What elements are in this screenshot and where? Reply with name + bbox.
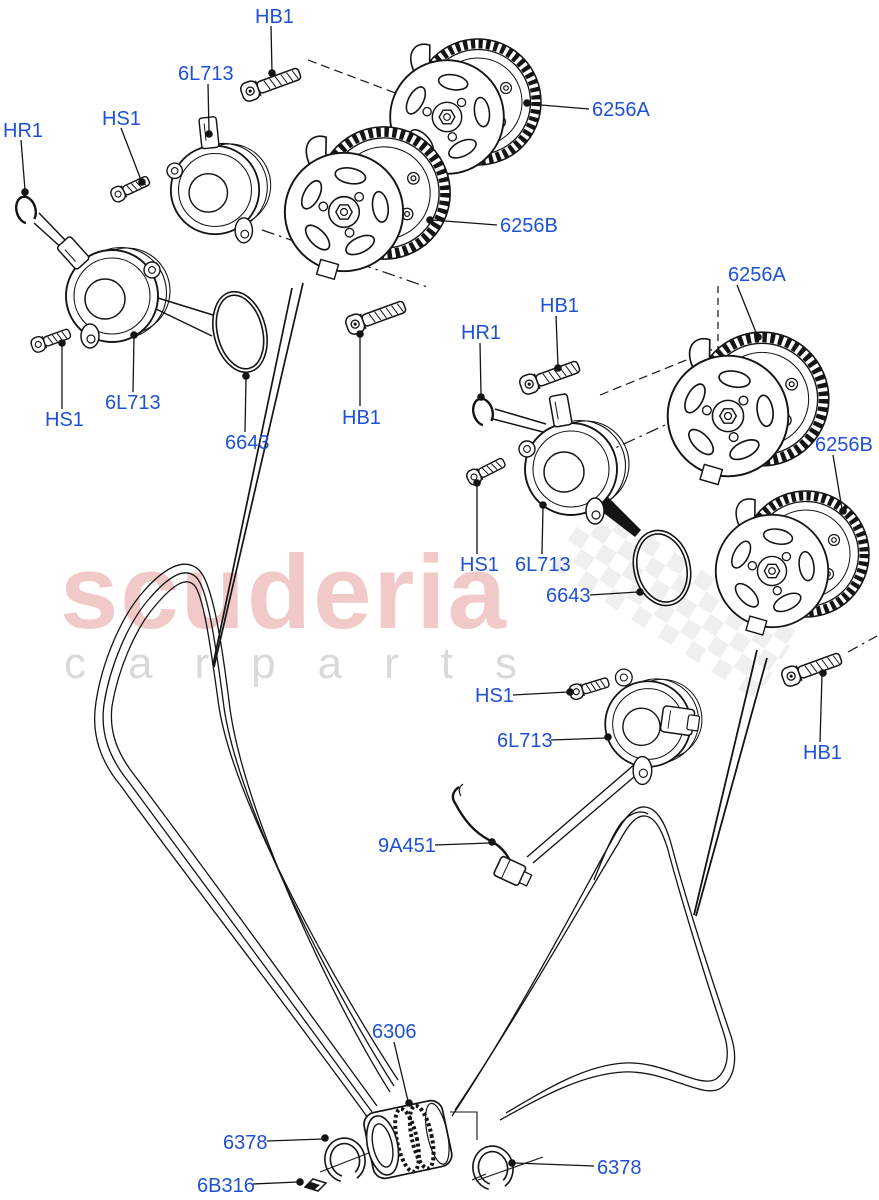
callout-leaders <box>20 25 847 1186</box>
part-label-HB1-top: HB1 <box>255 6 294 28</box>
vct-unit-6256A-right <box>666 332 829 486</box>
solenoid-6L713-left <box>56 236 171 349</box>
bolt-HB1-right-cluster <box>517 356 583 397</box>
vct-unit-6256B-top <box>283 127 450 281</box>
part-label-HB1-middle-left: HB1 <box>342 407 381 429</box>
solenoid-6L713-top-middle <box>166 116 272 244</box>
watermark-subtext: carparts <box>64 639 559 688</box>
retaining-ring-6378-right <box>468 1141 518 1195</box>
part-label-6378-right: 6378 <box>597 1157 642 1179</box>
retaining-ring-6378-left <box>320 1133 370 1187</box>
part-label-6L713-top: 6L713 <box>178 63 234 85</box>
snap-ring-HR1-right <box>469 395 497 429</box>
part-label-HS1-top-left: HS1 <box>102 108 141 130</box>
part-label-HR1-right: HR1 <box>461 322 501 344</box>
screw-HS1-top-left <box>108 172 153 205</box>
part-label-HR1-left: HR1 <box>3 120 43 142</box>
watermark-brand-text: scuderia <box>60 534 508 651</box>
woodruff-key-6B316 <box>303 1178 328 1192</box>
watermark: scuderia carparts <box>60 500 799 700</box>
part-label-HB1-right: HB1 <box>540 295 579 317</box>
part-label-6306: 6306 <box>372 1021 417 1043</box>
screw-HS1-lower-right <box>567 674 612 702</box>
solenoid-6L713-middle-right <box>518 393 630 525</box>
part-label-6378-left: 6378 <box>223 1132 268 1154</box>
screw-HS1-left <box>28 325 73 355</box>
part-label-HB1-lower-right: HB1 <box>803 742 842 764</box>
solenoid-6L713-lower-right <box>604 668 703 786</box>
timing-chain-right-loop <box>451 806 736 1121</box>
part-label-9A451: 9A451 <box>378 835 436 857</box>
screw-HS1-middle-right <box>464 454 508 488</box>
part-label-6L713-lower-right: 6L713 <box>497 730 553 752</box>
part-label-6B316: 6B316 <box>197 1175 255 1197</box>
part-label-HS1-left: HS1 <box>45 409 84 431</box>
part-label-6643-left: 6643 <box>225 432 270 454</box>
part-label-6256B-top: 6256B <box>500 215 558 237</box>
o-ring-6643-right <box>632 529 692 607</box>
part-label-6L713-middle-right: 6L713 <box>515 554 571 576</box>
bolt-HB1-lower-right <box>779 648 845 689</box>
sensor-wire-9A451 <box>451 783 533 887</box>
snap-ring-HR1-left <box>12 193 40 227</box>
part-label-6256A-top: 6256A <box>592 99 650 121</box>
part-label-6643-right: 6643 <box>546 585 591 607</box>
part-label-HS1-lower-right: HS1 <box>475 685 514 707</box>
part-label-6256B-right: 6256B <box>815 434 873 456</box>
crank-sprocket-6306 <box>363 1099 453 1180</box>
part-label-6256A-right: 6256A <box>728 264 786 286</box>
timing-chain-left-loop <box>94 563 399 1119</box>
part-label-6L713-left: 6L713 <box>105 392 161 414</box>
o-ring-6643-left <box>212 290 268 374</box>
part-label-HS1-middle-right: HS1 <box>460 554 499 576</box>
bolt-HB1-middle-left <box>343 296 409 337</box>
